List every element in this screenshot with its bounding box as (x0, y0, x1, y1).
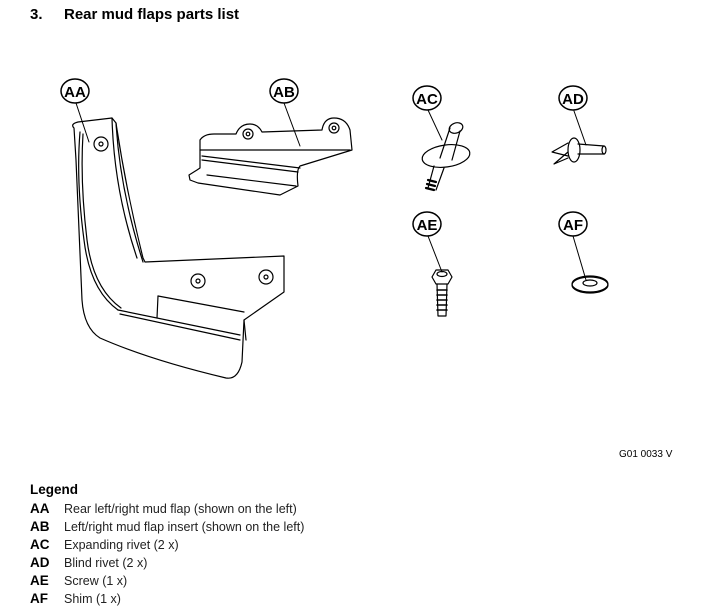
legend-title: Legend (30, 482, 79, 497)
section-number: 3. (30, 6, 43, 23)
leader-lines (75, 102, 587, 281)
legend-item: AB Left/right mud flap insert (shown on t… (30, 518, 304, 536)
screw-drawing (431, 269, 453, 317)
legend-item: AD Blind rivet (2 x) (30, 554, 304, 572)
callout-af: AF (563, 217, 583, 234)
callout-ad: AD (562, 91, 584, 108)
parts-illustration: AA AB AC AD AE AF (60, 78, 609, 379)
legend-item: AE Screw (1 x) (30, 572, 304, 590)
section-title: Rear mud flaps parts list (64, 6, 240, 23)
callout-aa: AA (64, 84, 86, 101)
expanding-rivet-drawing (421, 122, 471, 192)
legend-key: AD (30, 555, 50, 570)
legend-text: Screw (1 x) (64, 574, 128, 588)
section-heading: 3. Rear mud flaps parts list (30, 6, 239, 23)
legend-text: Blind rivet (2 x) (64, 556, 148, 570)
callout-circles (60, 78, 588, 237)
legend: Legend AA Rear left/right mud flap (shown… (30, 482, 304, 608)
mud-flap-drawing (72, 117, 285, 379)
legend-item: AA Rear left/right mud flap (shown on the… (30, 500, 304, 518)
legend-key: AE (30, 573, 49, 588)
callout-ac: AC (416, 91, 438, 108)
legend-key: AA (30, 501, 50, 516)
mud-flap-insert-drawing (188, 117, 353, 196)
shim-drawing (571, 275, 609, 294)
legend-key: AB (30, 519, 50, 534)
legend-item: AC Expanding rivet (2 x) (30, 536, 304, 554)
legend-key: AC (30, 537, 50, 552)
legend-item: AF Shim (1 x) (30, 590, 304, 608)
callout-ae: AE (417, 217, 438, 234)
legend-text: Left/right mud flap insert (shown on the… (64, 520, 305, 534)
legend-text: Rear left/right mud flap (shown on the l… (64, 502, 297, 516)
blind-rivet-drawing (551, 137, 607, 165)
legend-key: AF (30, 591, 48, 606)
figure-code: G01 0033 V (619, 449, 673, 460)
legend-text: Expanding rivet (2 x) (64, 538, 179, 552)
legend-text: Shim (1 x) (64, 592, 121, 606)
callout-ab: AB (273, 84, 295, 101)
